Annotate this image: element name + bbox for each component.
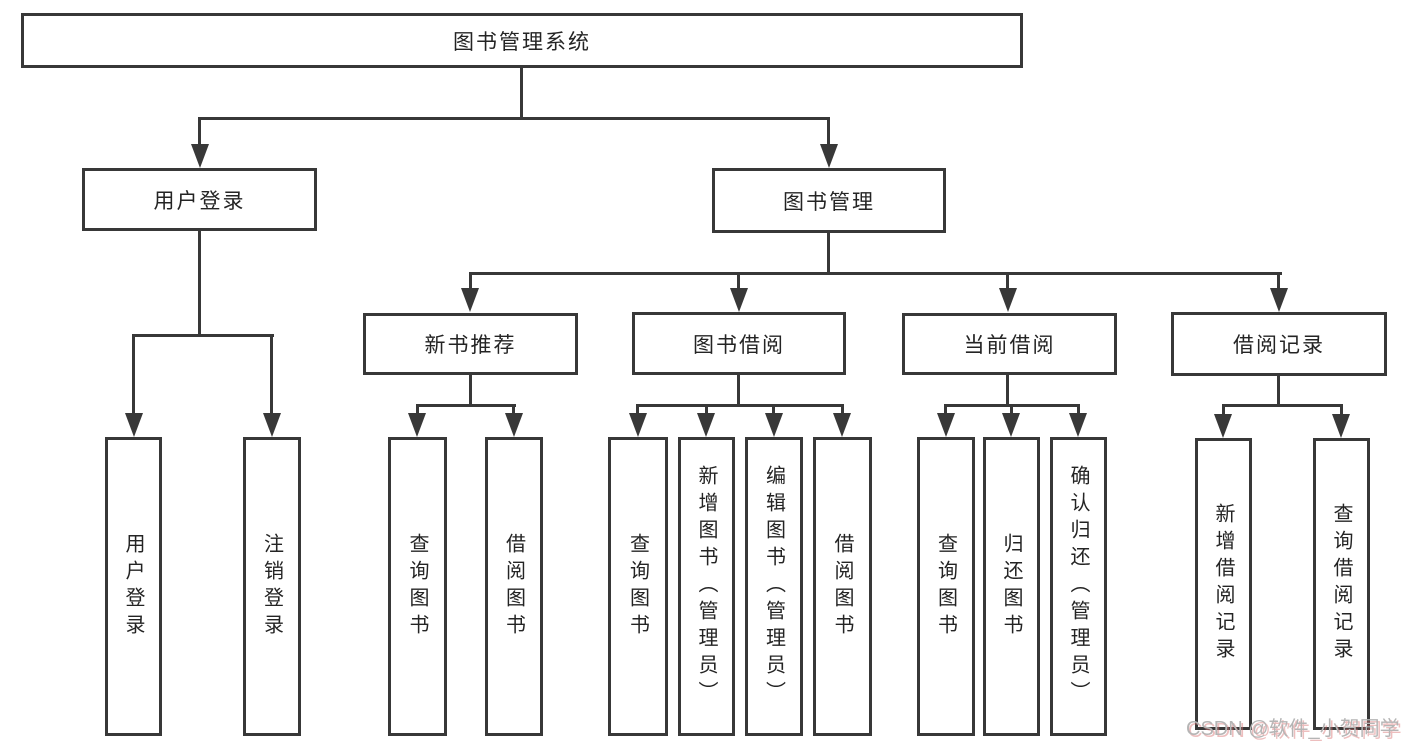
arrowhead-add-books-admin (697, 413, 715, 437)
arrowhead-return-books (1002, 413, 1020, 437)
node-new-book-recommend: 新书推荐 (363, 313, 578, 375)
connector-drop-book-borrowing (737, 272, 740, 292)
node-user-login-label: 用户登录 (153, 189, 246, 213)
node-new-book-recommend-label: 新书推荐 (424, 334, 517, 357)
connector-drop-current-borrowing (1006, 272, 1009, 292)
leaf-borrow-books: 借阅图书 (813, 437, 872, 736)
leaf-borrow-books-recommend-label: 借阅图书 (502, 532, 525, 641)
leaf-query-books-borrowing: 查询图书 (608, 437, 668, 736)
connector-root-stem (520, 66, 523, 118)
arrowhead-book-borrowing (730, 288, 748, 312)
leaf-return-books: 归还图书 (983, 437, 1040, 736)
connector-drop-add-borrow-record (1222, 404, 1225, 417)
leaf-borrow-books-recommend: 借阅图书 (485, 437, 543, 736)
connector-drop-borrow-books-rec (512, 404, 515, 416)
connector-drop-borrow-books (841, 404, 844, 416)
connector-current-stem (1006, 375, 1009, 406)
connector-book-management-stem (827, 233, 830, 274)
leaf-add-books-admin: 新增图书（管理员） (678, 437, 735, 736)
leaf-logout-label: 注销登录 (260, 532, 283, 641)
leaf-add-books-admin-label: 新增图书（管理员） (695, 465, 717, 708)
connector-root-hbar (198, 117, 830, 120)
connector-borrowing-stem (737, 375, 740, 406)
leaf-user-login: 用户登录 (105, 437, 162, 736)
arrowhead-query-borrow-record (1332, 414, 1350, 438)
node-borrowing-records: 借阅记录 (1171, 312, 1387, 376)
leaf-query-books-borrowing-label: 查询图书 (626, 532, 649, 641)
connector-user-login-stem (198, 231, 201, 335)
node-current-borrowing: 当前借阅 (902, 313, 1117, 375)
connector-new-rec-hbar (416, 404, 516, 407)
node-book-borrowing: 图书借阅 (632, 312, 846, 375)
connector-level3-hbar (469, 272, 1282, 275)
connector-drop-borrowing-records (1277, 272, 1280, 292)
connector-drop-return-books (1010, 404, 1013, 416)
arrowhead-current-borrowing (999, 288, 1017, 312)
arrowhead-query-books-rec (408, 413, 426, 437)
leaf-query-books-current-label: 查询图书 (934, 532, 957, 641)
arrowhead-query-books-borrowing (629, 413, 647, 437)
connector-drop-query-books-current (944, 404, 947, 416)
node-book-management-label: 图书管理 (783, 190, 875, 214)
connector-drop-new-book-recommend (469, 272, 472, 292)
leaf-add-borrow-record: 新增借阅记录 (1195, 438, 1252, 730)
connector-drop-leaf-logout (270, 334, 273, 414)
node-book-management: 图书管理 (712, 168, 946, 233)
arrowhead-new-book-recommend (461, 288, 479, 312)
leaf-borrow-books-label: 借阅图书 (831, 532, 853, 641)
leaf-query-borrow-record: 查询借阅记录 (1313, 438, 1370, 730)
csdn-watermark: CSDN @软件_小贺同学 (1186, 718, 1400, 740)
arrowhead-leaf-logout (263, 413, 281, 437)
node-user-login: 用户登录 (82, 168, 317, 231)
connector-drop-edit-books-admin (772, 404, 775, 416)
connector-records-hbar (1222, 404, 1343, 407)
connector-drop-book-management (827, 117, 830, 147)
leaf-logout: 注销登录 (243, 437, 301, 736)
leaf-add-borrow-record-label: 新增借阅记录 (1212, 503, 1234, 665)
connector-drop-query-borrow-record (1340, 404, 1343, 417)
connector-drop-add-books-admin (705, 404, 708, 416)
node-borrowing-records-label: 借阅记录 (1233, 334, 1325, 357)
connector-user-login-hbar (132, 334, 274, 337)
leaf-return-books-label: 归还图书 (1000, 532, 1022, 641)
connector-drop-confirm-return (1077, 404, 1080, 416)
connector-records-stem (1277, 376, 1280, 406)
connector-new-rec-stem (469, 375, 472, 406)
connector-drop-query-books-borrowing (636, 404, 639, 416)
arrowhead-borrow-books (833, 413, 851, 437)
leaf-confirm-return-admin: 确认归还（管理员） (1050, 437, 1107, 736)
leaf-user-login-label: 用户登录 (122, 532, 144, 641)
leaf-query-borrow-record-label: 查询借阅记录 (1330, 503, 1352, 665)
arrowhead-borrowing-records (1270, 288, 1288, 312)
arrowhead-book-management (820, 144, 838, 168)
leaf-edit-books-admin-label: 编辑图书（管理员） (762, 465, 785, 708)
leaf-edit-books-admin: 编辑图书（管理员） (745, 437, 803, 736)
arrowhead-edit-books-admin (765, 413, 783, 437)
leaf-confirm-return-admin-label: 确认归还（管理员） (1067, 465, 1089, 708)
leaf-query-books-current: 查询图书 (917, 437, 975, 736)
arrowhead-user-login (191, 144, 209, 168)
arrowhead-confirm-return (1069, 413, 1087, 437)
connector-drop-leaf-user-login (132, 334, 135, 414)
connector-drop-query-books-rec (416, 404, 419, 416)
connector-drop-user-login (198, 117, 201, 147)
node-book-borrowing-label: 图书借阅 (693, 333, 785, 357)
arrowhead-borrow-books-rec (505, 413, 523, 437)
node-root-label: 图书管理系统 (453, 30, 591, 54)
arrowhead-add-borrow-record (1214, 414, 1232, 438)
node-root: 图书管理系统 (21, 13, 1023, 68)
node-current-borrowing-label: 当前借阅 (963, 334, 1056, 357)
connector-borrowing-hbar (636, 404, 844, 407)
arrowhead-leaf-user-login (125, 413, 143, 437)
arrowhead-query-books-current (937, 413, 955, 437)
leaf-query-books-recommend: 查询图书 (388, 437, 447, 736)
leaf-query-books-recommend-label: 查询图书 (406, 532, 428, 641)
